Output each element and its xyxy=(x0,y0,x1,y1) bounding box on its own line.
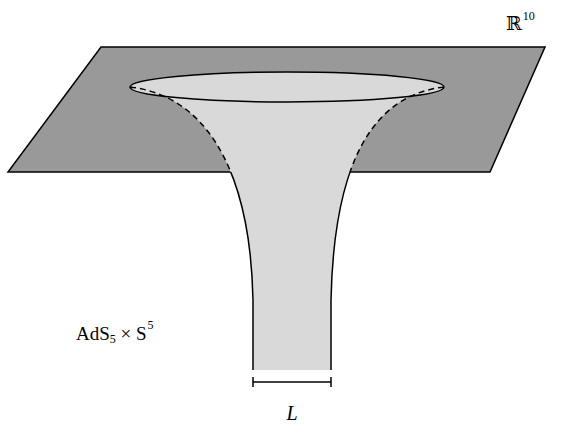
space-symbol: ℝ xyxy=(506,14,522,33)
throat-left-edge xyxy=(130,87,253,370)
space-name: × S xyxy=(116,324,147,343)
ads-subscript: 5 xyxy=(110,333,116,345)
throat-left-hidden xyxy=(130,87,253,370)
space-name: AdS xyxy=(76,324,110,343)
throat-right-hidden xyxy=(331,87,444,370)
width-bracket xyxy=(253,377,331,387)
throat-right-edge xyxy=(331,87,444,370)
throat-fill xyxy=(130,87,444,370)
length-label: L xyxy=(286,403,297,423)
throat-mouth xyxy=(130,72,444,102)
sphere-superscript: 5 xyxy=(148,319,154,331)
dimension-superscript: 10 xyxy=(523,10,535,22)
